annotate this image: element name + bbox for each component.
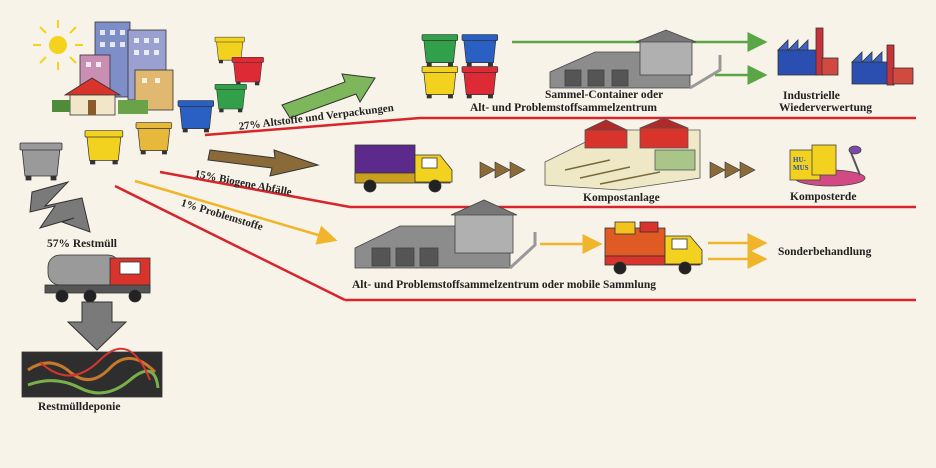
down-arrow-deponie [66, 301, 128, 351]
komposterde-illustration [789, 144, 866, 187]
big-arrow-biogen [207, 149, 320, 177]
factory-icon-2 [851, 44, 914, 86]
deponie-illustration [21, 347, 163, 398]
label-sammel-container: Sammel-Container oder [545, 89, 664, 101]
tanker-truck [44, 254, 151, 303]
yellow-arrows-sonder [708, 233, 768, 269]
label-restmuelldeponie: Restmülldeponie [38, 401, 121, 413]
label-sammelzentrum-mobil: Alt- und Problemstoffsammelzentrum oder … [352, 279, 656, 291]
truck-purple [354, 144, 453, 193]
label-komposterde: Komposterde [790, 191, 857, 203]
label-57-restmuell: 57% Restmüll [47, 238, 117, 250]
red-flow-lines [114, 116, 916, 302]
big-arrow-altstoffe [281, 73, 376, 119]
factory-icon-1 [777, 27, 839, 76]
kompostanlage-illustration [544, 117, 701, 191]
red-line-problem-1 [114, 184, 346, 302]
brown-double-arrow-2 [709, 161, 756, 179]
zigzag-arrow-restmuell [29, 181, 91, 233]
sun-icon [33, 20, 83, 70]
label-kompostanlage: Kompostanlage [583, 192, 660, 204]
sammelzentrum-building-top [549, 29, 722, 90]
city-illustration [33, 20, 174, 116]
label-sonderbehandlung: Sonderbehandlung [778, 246, 872, 258]
brown-double-arrow-1 [479, 161, 526, 179]
sammelzentrum-building-bottom [354, 199, 537, 270]
truck-red-yellow [604, 221, 703, 275]
red-line-biogen-1 [159, 170, 351, 209]
sammel-container-bins [421, 34, 499, 99]
label-industrie-1: Industrielle [783, 90, 840, 102]
bin-yellow-left-2 [135, 122, 173, 155]
label-industrie-2: Wiederverwertung [779, 102, 873, 114]
bin-yellow-left-1 [84, 130, 124, 165]
label-sammelzentrum-top: Alt- und Problemstoffsammelzentrum [470, 102, 657, 114]
red-line-altstoffe-1 [204, 116, 421, 137]
bin-cluster-top-left [177, 36, 264, 133]
humus-sign: HU-MUS [793, 156, 809, 172]
bin-grey-left [19, 142, 63, 181]
yellow-arrow-problem-diag [134, 179, 338, 245]
